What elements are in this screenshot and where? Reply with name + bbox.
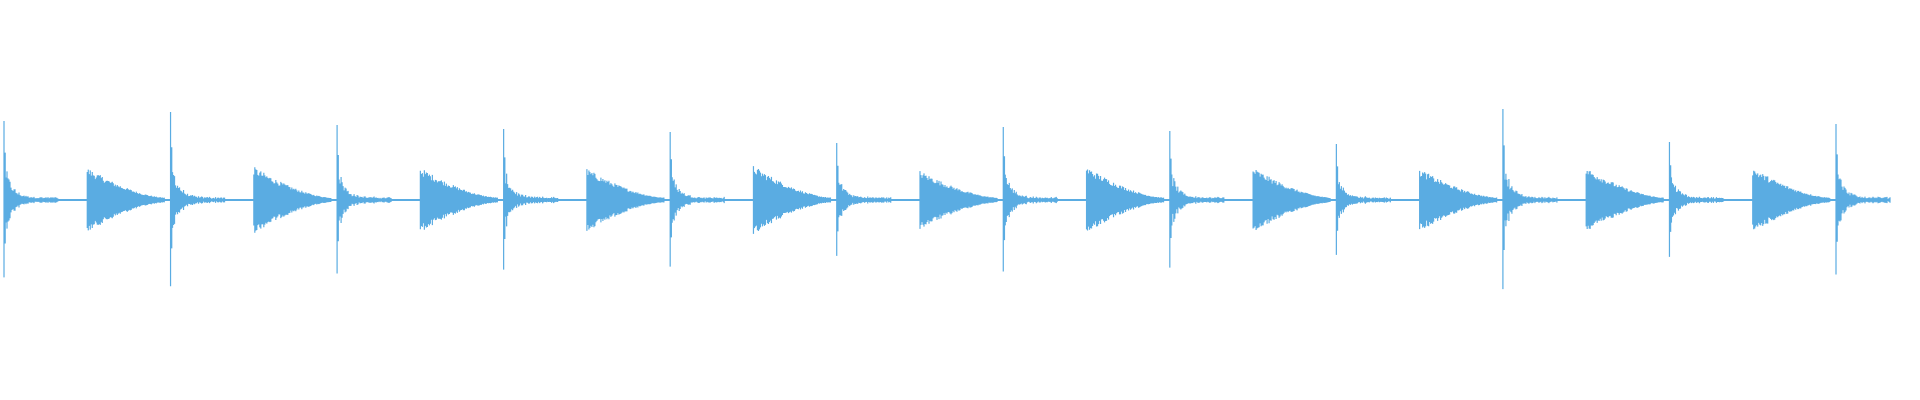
swell-shape xyxy=(1419,170,1498,230)
waveform-transient xyxy=(836,143,892,256)
waveform-transient xyxy=(1835,124,1891,275)
transient-shape xyxy=(169,112,226,287)
waveform-swell xyxy=(253,167,332,233)
waveform-swell xyxy=(919,171,998,229)
transient-shape xyxy=(1169,131,1225,268)
transient-shape xyxy=(1668,142,1725,257)
waveform-swell xyxy=(86,169,165,231)
swell-shape xyxy=(1585,170,1664,230)
waveform-swell xyxy=(1252,170,1331,230)
swell-shape xyxy=(86,169,165,231)
waveform-swell xyxy=(586,169,665,231)
swell-shape xyxy=(919,171,998,229)
transient-shape xyxy=(1335,144,1391,255)
transient-shape xyxy=(3,121,59,278)
waveform-transient xyxy=(1502,109,1558,290)
waveform-transient xyxy=(503,129,559,270)
transient-shape xyxy=(836,143,892,256)
waveform-transient xyxy=(669,132,725,267)
waveform-swell xyxy=(419,170,498,230)
waveform-swell xyxy=(752,166,832,234)
waveform-swell xyxy=(1752,170,1831,230)
transient-shape xyxy=(1002,127,1058,272)
swell-shape xyxy=(253,167,332,233)
transient-shape xyxy=(669,132,725,267)
swell-shape xyxy=(1085,169,1165,231)
swell-shape xyxy=(419,170,498,230)
waveform-transient xyxy=(1668,142,1725,257)
waveform-swell xyxy=(1585,170,1664,230)
transient-shape xyxy=(1835,124,1891,275)
waveform-transient xyxy=(336,125,392,274)
swell-shape xyxy=(1752,170,1831,230)
swell-shape xyxy=(586,169,665,231)
swell-shape xyxy=(752,166,832,234)
waveform-transient xyxy=(169,112,226,287)
waveform-transient xyxy=(3,121,59,278)
waveform-swell xyxy=(1419,170,1498,230)
waveform-swell xyxy=(1085,169,1165,231)
waveform-transient xyxy=(1002,127,1058,272)
transient-shape xyxy=(1502,109,1558,290)
transient-shape xyxy=(336,125,392,274)
swell-shape xyxy=(1252,170,1331,230)
waveform-transient xyxy=(1335,144,1391,255)
transient-shape xyxy=(503,129,559,270)
waveform-transient xyxy=(1169,131,1225,268)
waveform-layer xyxy=(3,109,1891,290)
